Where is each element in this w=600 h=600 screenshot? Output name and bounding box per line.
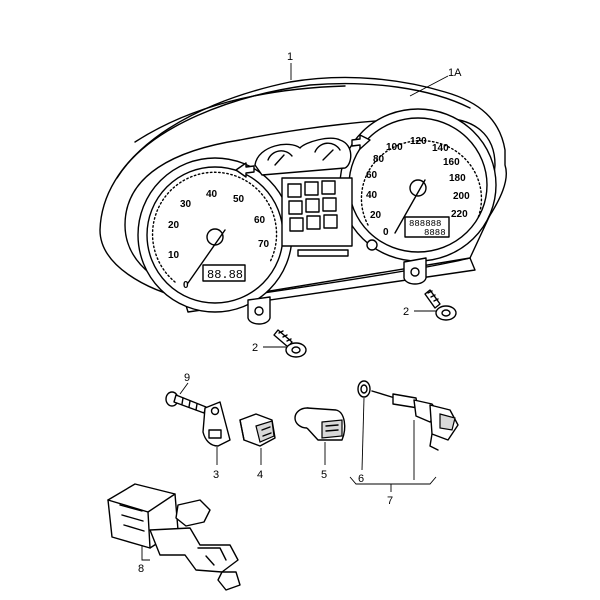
- speed-label-120: 120: [410, 136, 427, 147]
- callout-1a: 1A: [448, 67, 462, 79]
- odometer-display: 888888: [409, 219, 441, 229]
- speed-label-80: 80: [373, 154, 385, 165]
- tach-label-0: 0: [183, 280, 189, 291]
- screw-2-left: [273, 329, 307, 358]
- callout-4: 4: [257, 469, 263, 481]
- callout-5: 5: [321, 469, 327, 481]
- screw-9: [165, 391, 207, 414]
- tachometer-gauge: 0 10 20 30 40 50 60 70 88.88: [137, 157, 293, 313]
- callout-6: 6: [358, 473, 364, 485]
- bracket-3: [202, 401, 231, 447]
- callout-1: 1: [287, 51, 293, 63]
- tach-label-20: 20: [168, 220, 180, 231]
- seal-ring-6: [357, 380, 371, 398]
- tach-digital-display: 88.88: [207, 268, 243, 282]
- connector-4: [239, 413, 276, 447]
- sensor-5: [294, 407, 346, 441]
- callout-7: 7: [387, 495, 393, 507]
- speed-label-20: 20: [370, 210, 382, 221]
- tach-label-70: 70: [258, 239, 270, 250]
- tach-label-40: 40: [206, 189, 218, 200]
- trip-display: 8888: [424, 228, 446, 238]
- tach-label-30: 30: [180, 199, 192, 210]
- left-turn-signal-icon: [235, 162, 255, 178]
- speed-label-40: 40: [366, 190, 378, 201]
- callout-8: 8: [138, 563, 144, 575]
- callout-2-right: 2: [403, 306, 409, 318]
- connector-8: [107, 483, 241, 591]
- sender-7: [371, 390, 459, 451]
- speed-label-60: 60: [366, 170, 378, 181]
- speed-label-140: 140: [432, 143, 449, 154]
- speed-label-100: 100: [386, 142, 403, 153]
- speedometer-gauge: 0 20 40 60 80 100 120 140 160 180 200 22…: [339, 108, 497, 262]
- speed-label-200: 200: [453, 191, 470, 202]
- speed-label-160: 160: [443, 157, 460, 168]
- tach-label-10: 10: [168, 250, 180, 261]
- callout-labels: 1 1A 2 2 9 3 4 5 6 7 8: [138, 51, 462, 575]
- tach-label-50: 50: [233, 194, 245, 205]
- leader-lines: [141, 63, 449, 561]
- center-console: [235, 134, 378, 257]
- speed-label-0: 0: [383, 227, 389, 238]
- callout-9: 9: [184, 372, 190, 384]
- speed-label-220: 220: [451, 209, 468, 220]
- speed-label-180: 180: [449, 173, 466, 184]
- right-turn-signal-icon: [351, 134, 371, 150]
- callout-3: 3: [213, 469, 219, 481]
- callout-2-left: 2: [252, 342, 258, 354]
- screw-2-right: [424, 289, 457, 321]
- mounting-tabs: [247, 257, 427, 325]
- tach-label-60: 60: [254, 215, 266, 226]
